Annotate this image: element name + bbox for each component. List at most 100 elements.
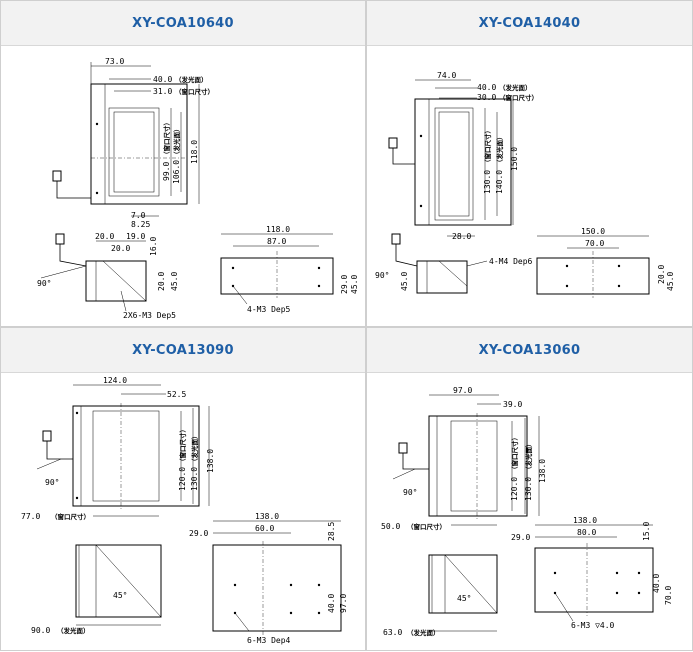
- panel-xy-coa13090: XY-COA13090 124.0 52.5 120.0 （窗口尺寸） 130.…: [0, 327, 366, 651]
- dim-text: 138.0: [538, 459, 547, 483]
- dim-text: 120.0: [510, 477, 519, 501]
- hole-note: 6-M3 ▽4.0: [571, 621, 615, 630]
- dim-text: 73.0: [105, 57, 124, 66]
- dim-text: 50.0: [381, 522, 400, 531]
- dim-text: 45.0: [170, 272, 179, 291]
- panel-header: XY-COA10640: [1, 1, 365, 46]
- dim-text: 45°: [457, 594, 471, 603]
- panel-title: XY-COA13060: [478, 342, 581, 358]
- top-view-body: [428, 415, 528, 517]
- dim-text: 60.0: [255, 524, 274, 533]
- dim-text: 63.0: [383, 628, 402, 637]
- dim-text: 45.0: [400, 272, 409, 291]
- dim-text: 70.0: [664, 586, 673, 605]
- top-view-body: [414, 98, 512, 226]
- panel-xy-coa10640: XY-COA10640 73.0 40.0 （发光面） 31.0 （窗口尺寸） …: [0, 0, 366, 327]
- dim-note: （发光面）: [495, 134, 504, 167]
- dim-text: 29.0: [340, 275, 349, 294]
- hole-note: 6-M3 Dep4: [247, 636, 291, 645]
- dim-text: 150.0: [510, 147, 519, 171]
- dim-text: 15.0: [642, 522, 651, 541]
- dim-note: （发光面）: [407, 628, 440, 637]
- dim-text: 80.0: [577, 528, 596, 537]
- dim-text: 29.0: [189, 529, 208, 538]
- dim-note: （窗口尺寸）: [175, 87, 214, 96]
- panel-title: XY-COA14040: [478, 15, 581, 31]
- dim-note: （发光面）: [172, 126, 181, 159]
- panel-header: XY-COA13060: [367, 328, 692, 373]
- dim-text: 7.0: [131, 211, 146, 220]
- dim-text: 130.0: [524, 477, 533, 501]
- dim-note: （发光面）: [524, 441, 533, 474]
- dim-text: 20.0: [95, 232, 114, 241]
- connector: [52, 170, 62, 182]
- dim-text: 28.0: [452, 232, 471, 241]
- drawing-xy-coa13060: 97.0 39.0 120.0 （窗口尺寸） 130.0 （发光面） 138.0…: [381, 386, 673, 637]
- dim-text: 40.0: [477, 83, 496, 92]
- dim-text: 130.0: [190, 467, 199, 491]
- dim-text: 16.0: [149, 237, 158, 256]
- dim-text: 90.0: [31, 626, 50, 635]
- dim-note: （发光面）: [57, 626, 90, 635]
- dim-text: 120.0: [178, 467, 187, 491]
- dim-note: （窗口尺寸）: [407, 522, 446, 531]
- hole-note: 4-M4 Dep6: [489, 257, 533, 266]
- dim-text: 97.0: [453, 386, 472, 395]
- emitting-rect: [113, 111, 155, 193]
- dim-text: 90°: [37, 279, 51, 288]
- dim-text: 99.0: [162, 162, 171, 181]
- dim-text: 40.0: [327, 594, 336, 613]
- dim-text: 90°: [403, 488, 417, 497]
- drawing-xy-coa14040: 74.0 40.0 （发光面） 30.0 （窗口尺寸） 130.0 （窗口尺寸）…: [375, 71, 675, 298]
- dim-text: 20.0: [657, 265, 666, 284]
- dim-text: 138.0: [573, 516, 597, 525]
- hole-note: 4-M3 Dep5: [247, 305, 291, 314]
- dim-text: 40.0: [153, 75, 172, 84]
- dim-text: 106.0: [172, 160, 181, 184]
- dim-text: 124.0: [103, 376, 127, 385]
- panel-header: XY-COA14040: [367, 1, 692, 46]
- dim-text: 138.0: [206, 449, 215, 473]
- dim-note: （窗口尺寸）: [178, 426, 187, 465]
- dim-text: 20.0: [157, 272, 166, 291]
- dim-note: （发光面）: [499, 83, 532, 92]
- dim-text: 31.0: [153, 87, 172, 96]
- dim-note: （窗口尺寸）: [51, 512, 90, 521]
- top-view-body: [72, 405, 200, 507]
- window-rect: [108, 107, 160, 197]
- dim-text: 140.0: [495, 170, 504, 194]
- dim-text: 77.0: [21, 512, 40, 521]
- side-view-body: [75, 544, 162, 618]
- panel-xy-coa13060: XY-COA13060 97.0 39.0 120.0 （窗口尺寸） 130.0…: [366, 327, 693, 651]
- dim-text: 74.0: [437, 71, 456, 80]
- hole-note: 2X6-M3 Dep5: [123, 311, 176, 320]
- dim-text: 150.0: [581, 227, 605, 236]
- dim-note: （窗口尺寸）: [499, 93, 538, 102]
- dim-text: 20.0: [111, 244, 130, 253]
- dim-text: 40.0: [652, 574, 661, 593]
- dim-text: 45.0: [350, 275, 359, 294]
- dim-text: 130.0: [483, 170, 492, 194]
- dim-text: 8.25: [131, 220, 150, 229]
- dim-text: 87.0: [267, 237, 286, 246]
- end-view-body: [534, 547, 654, 613]
- side-view-body: [428, 554, 498, 614]
- side-view-body: [416, 260, 468, 294]
- panel-title: XY-COA10640: [132, 15, 234, 31]
- dim-text: 28.5: [327, 522, 336, 541]
- dim-text: 45.0: [666, 272, 675, 291]
- dim-note: （发光面）: [190, 433, 199, 466]
- dim-text: 45°: [113, 591, 127, 600]
- dim-text: 70.0: [585, 239, 604, 248]
- dim-text: 52.5: [167, 390, 186, 399]
- panel-header: XY-COA13090: [1, 328, 365, 373]
- dim-text: 118.0: [190, 140, 199, 164]
- dim-text: 97.0: [339, 594, 348, 613]
- dim-note: （窗口尺寸）: [483, 127, 492, 166]
- dim-text: 90°: [375, 271, 389, 280]
- side-view-body: [85, 260, 147, 302]
- drawing-xy-coa10640: 73.0 40.0 （发光面） 31.0 （窗口尺寸） 99.0 （窗口尺寸） …: [37, 57, 359, 320]
- dim-text: 19.0: [126, 232, 145, 241]
- dim-text: 30.0: [477, 93, 496, 102]
